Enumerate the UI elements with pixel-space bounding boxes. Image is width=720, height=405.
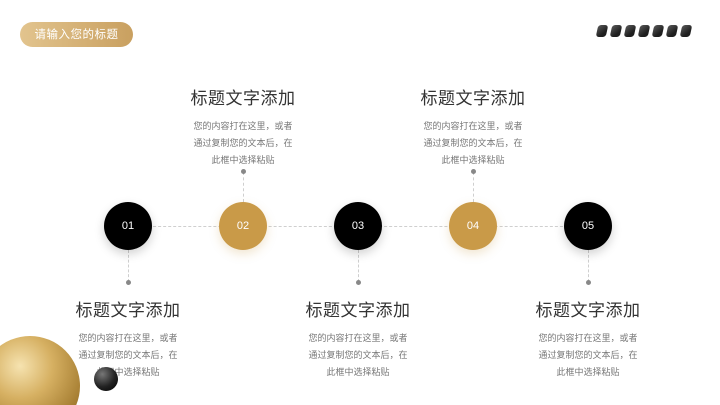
decorative-bars-icon — [595, 25, 693, 37]
step-title: 标题文字添加 — [420, 89, 526, 109]
step-card-02: 标题文字添加 您的内容打在这里，或者通过复制您的文本后，在此框中选择粘贴 — [173, 84, 313, 170]
step-node-02: 02 — [219, 202, 267, 250]
step-node-04: 04 — [449, 202, 497, 250]
slide-title-pill: 请输入您的标题 — [20, 22, 133, 47]
connector-line — [588, 250, 589, 282]
step-title: 标题文字添加 — [535, 301, 641, 321]
step-card-01: 标题文字添加 您的内容打在这里，或者通过复制您的文本后，在此框中选择粘贴 — [58, 296, 198, 382]
connector-line — [128, 250, 129, 282]
connector-dot — [356, 280, 361, 285]
connector-line — [473, 172, 474, 202]
connector-dot — [126, 280, 131, 285]
step-desc: 您的内容打在这里，或者通过复制您的文本后，在此框中选择粘贴 — [423, 122, 523, 166]
step-card-05: 标题文字添加 您的内容打在这里，或者通过复制您的文本后，在此框中选择粘贴 — [518, 296, 658, 382]
step-title: 标题文字添加 — [190, 89, 296, 109]
step-node-03: 03 — [334, 202, 382, 250]
step-title: 标题文字添加 — [305, 301, 411, 321]
connector-line — [243, 172, 244, 202]
step-card-04: 标题文字添加 您的内容打在这里，或者通过复制您的文本后，在此框中选择粘贴 — [403, 84, 543, 170]
step-desc: 您的内容打在这里，或者通过复制您的文本后，在此框中选择粘贴 — [193, 122, 293, 166]
step-node-01: 01 — [104, 202, 152, 250]
step-desc: 您的内容打在这里，或者通过复制您的文本后，在此框中选择粘贴 — [308, 334, 408, 378]
step-desc: 您的内容打在这里，或者通过复制您的文本后，在此框中选择粘贴 — [78, 334, 178, 378]
connector-dot — [471, 169, 476, 174]
black-sphere-decoration — [94, 367, 118, 391]
connector-line — [358, 250, 359, 282]
connector-dot — [241, 169, 246, 174]
step-node-05: 05 — [564, 202, 612, 250]
step-title: 标题文字添加 — [75, 301, 181, 321]
step-desc: 您的内容打在这里，或者通过复制您的文本后，在此框中选择粘贴 — [538, 334, 638, 378]
connector-dot — [586, 280, 591, 285]
step-card-03: 标题文字添加 您的内容打在这里，或者通过复制您的文本后，在此框中选择粘贴 — [288, 296, 428, 382]
